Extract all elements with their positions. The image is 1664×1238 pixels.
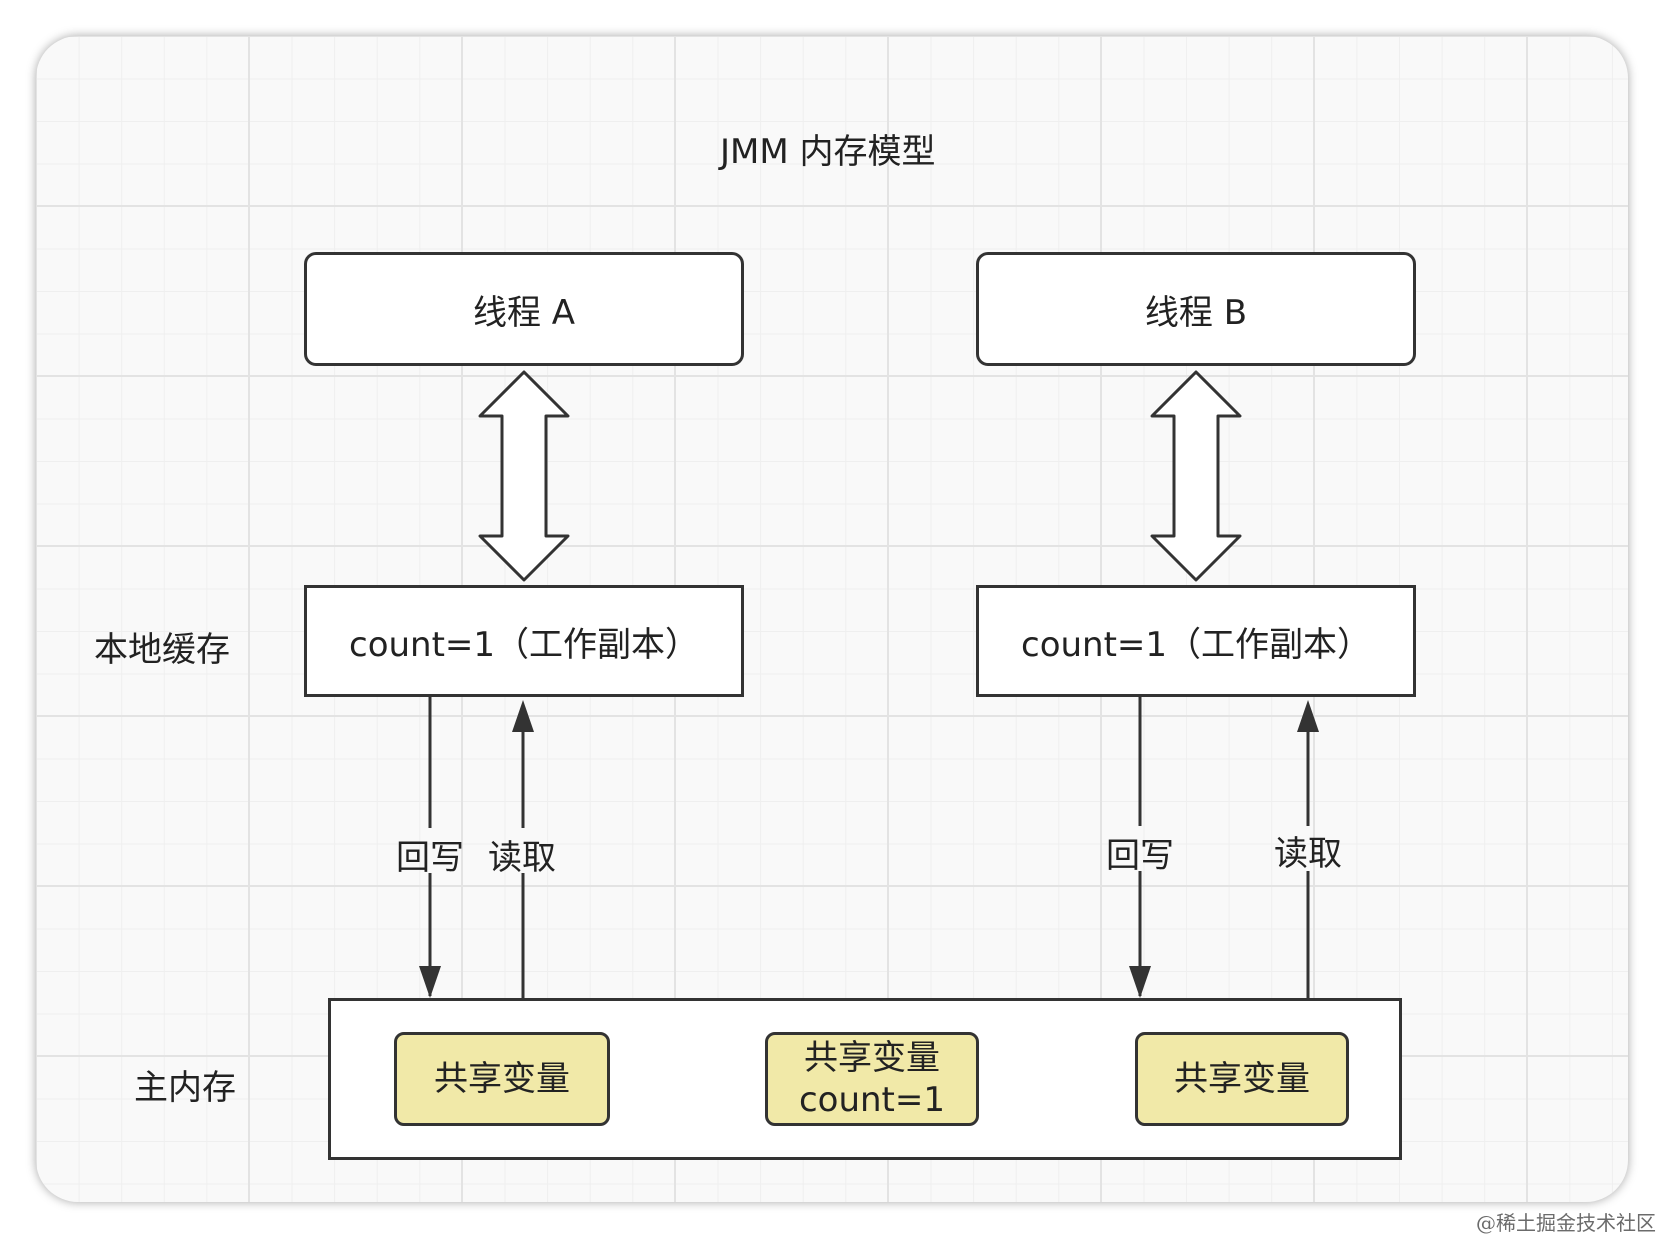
thread-a-write-label: 回写 <box>396 838 464 878</box>
thread-a-read-label: 读取 <box>488 838 556 878</box>
thread-a-cache-value: count=1（工作副本） <box>349 624 700 665</box>
shared-variable-1: 共享变量 <box>394 1032 610 1126</box>
thread-b-box: 线程 B <box>976 252 1416 366</box>
local-cache-label: 本地缓存 <box>94 630 230 670</box>
shared-variable-2-label: 共享变量 <box>804 1037 940 1078</box>
thread-a-label: 线程 A <box>472 292 576 333</box>
main-memory-label: 主内存 <box>134 1068 236 1108</box>
shared-variable-2: 共享变量 count=1 <box>765 1032 979 1126</box>
thread-a-cache-box: count=1（工作副本） <box>304 585 744 697</box>
shared-variable-1-label: 共享变量 <box>434 1058 570 1099</box>
diagram-title: JMM 内存模型 <box>720 132 936 172</box>
thread-a-box: 线程 A <box>304 252 744 366</box>
shared-variable-2-value: count=1 <box>798 1080 946 1120</box>
shared-variable-3: 共享变量 <box>1135 1032 1349 1126</box>
thread-b-label: 线程 B <box>1144 292 1248 333</box>
watermark: @稀土掘金技术社区 <box>1476 1211 1656 1235</box>
thread-b-read-label: 读取 <box>1274 834 1342 874</box>
shared-variable-3-label: 共享变量 <box>1174 1058 1310 1099</box>
thread-b-write-label: 回写 <box>1106 836 1174 876</box>
thread-b-cache-value: count=1（工作副本） <box>1021 624 1372 665</box>
thread-b-cache-box: count=1（工作副本） <box>976 585 1416 697</box>
